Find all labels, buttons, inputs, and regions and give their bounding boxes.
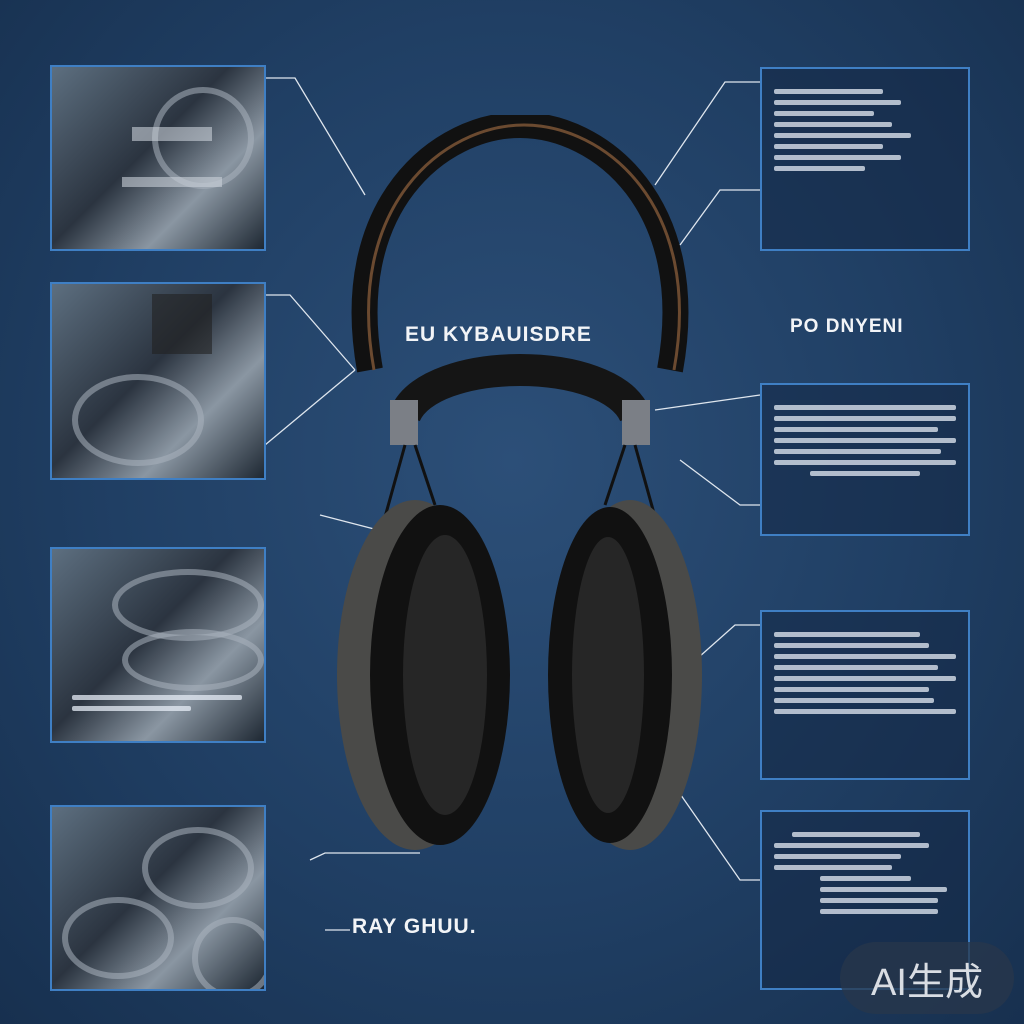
headphones-illustration <box>337 115 702 850</box>
lower-headband <box>390 354 650 423</box>
detail-panel-4 <box>50 805 266 991</box>
info-panel-3 <box>760 610 970 780</box>
label-top-left: EU KYBAUISDRE <box>405 323 592 346</box>
left-hinge <box>390 400 418 445</box>
detail-panel-2 <box>50 282 266 480</box>
right-hinge <box>622 400 650 445</box>
detail-panel-1 <box>50 65 266 251</box>
ai-generated-badge: AI生成 <box>840 942 1014 1014</box>
detail-panel-3 <box>50 547 266 743</box>
label-bottom-left: RAY GHUU. <box>352 915 477 938</box>
info-panel-1 <box>760 67 970 251</box>
info-panel-2 <box>760 383 970 536</box>
label-top-right: PO DNYENI <box>790 316 904 337</box>
